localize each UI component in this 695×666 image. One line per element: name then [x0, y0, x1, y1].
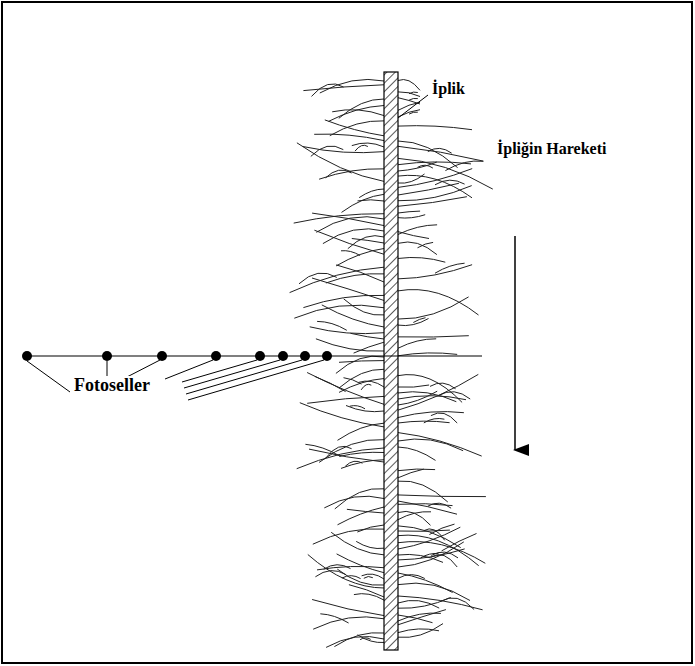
- photocell-line: [25, 355, 482, 356]
- yarn-body: [384, 72, 398, 650]
- motion-arrow: [514, 236, 516, 450]
- leader-lines: [27, 95, 428, 400]
- yarn-label: İplik: [430, 80, 467, 98]
- photocell-dots: [22, 351, 332, 361]
- motion-label: İpliğin Hareketi: [495, 140, 609, 158]
- photocell-label: Fotoseller: [72, 376, 152, 396]
